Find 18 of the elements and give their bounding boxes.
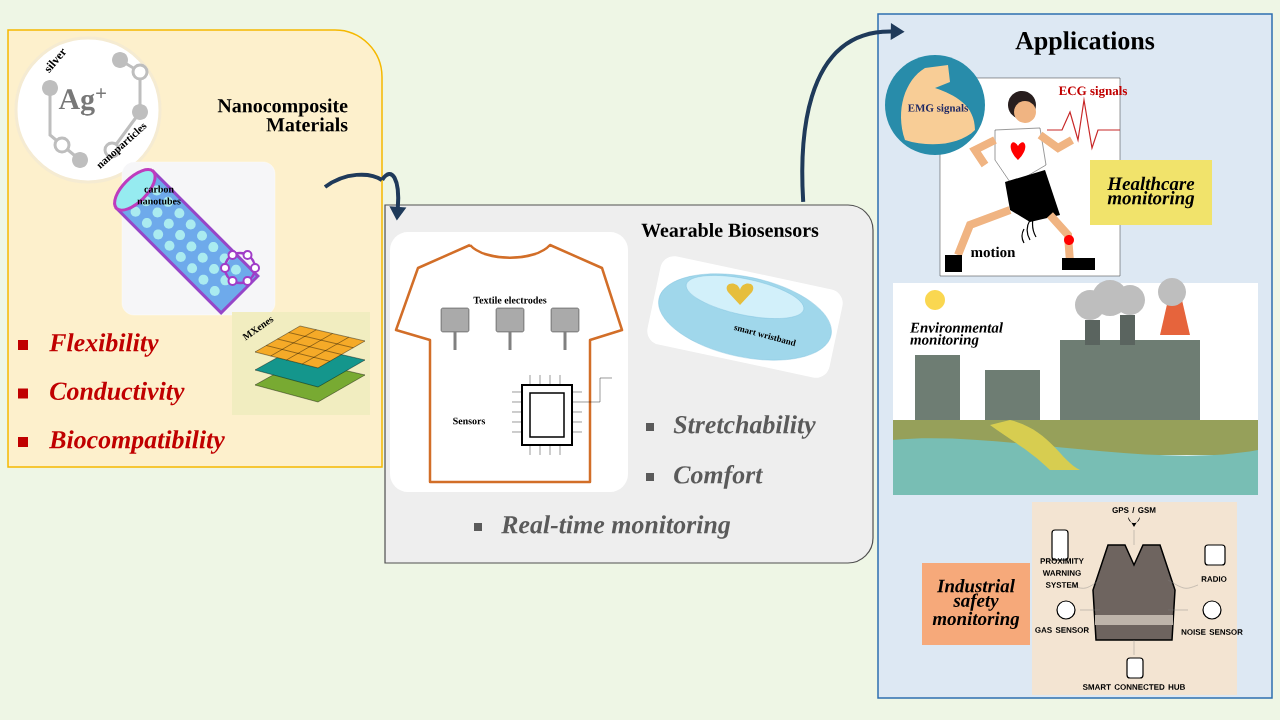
application-label: Healthcare monitoring: [1090, 160, 1212, 225]
component-label: Textile electrodes: [473, 296, 547, 304]
panel-title: Nanocomposite Materials: [217, 98, 348, 132]
motion-label: motion: [971, 246, 1016, 258]
signal-label: EMG signals: [907, 104, 969, 114]
bullet-item: Flexibility: [18, 333, 159, 357]
application-label: Industrial safety monitoring: [922, 563, 1030, 645]
bullet-item: Stretchability: [646, 415, 816, 439]
panel-title: Wearable Biosensors: [641, 222, 819, 238]
device-label: smart wristband: [733, 326, 796, 347]
signal-label: ECG signals: [1058, 86, 1128, 98]
ion-symbol: Ag$^{+}$: [58, 88, 106, 116]
bullet-item: Real-time monitoring: [474, 515, 731, 539]
bullet-item: Comfort: [646, 465, 764, 489]
bullet-item: Conductivity: [18, 381, 185, 406]
component-label: Sensors: [453, 417, 486, 425]
panel-title: Applications: [1015, 31, 1155, 55]
bullet-item: Biocompatibility: [18, 430, 225, 454]
